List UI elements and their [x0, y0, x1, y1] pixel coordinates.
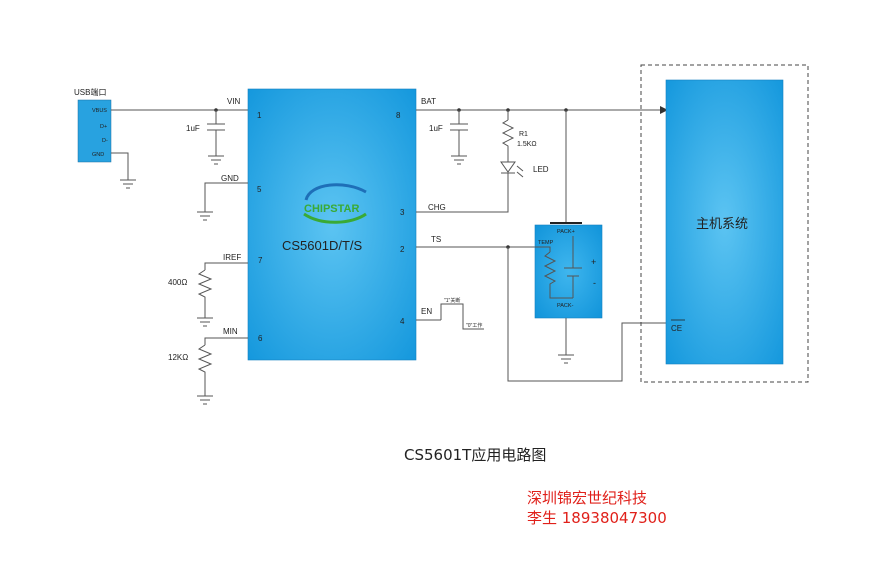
pin-num-vin: 1 — [257, 111, 262, 120]
pin-num-gnd: 5 — [257, 185, 262, 194]
pin-name-bat: BAT — [421, 97, 436, 106]
pin-name-gnd: GND — [221, 174, 239, 183]
cell-plus: + — [591, 257, 596, 267]
resistor-min-value: 12KΩ — [168, 353, 188, 362]
ground-symbol — [558, 354, 574, 364]
resistor-iref-value: 400Ω — [168, 278, 187, 287]
wire-usb-gnd — [111, 152, 129, 180]
ground-symbol — [197, 395, 213, 405]
host-frame — [640, 64, 809, 383]
usb-pin-dplus: D+ — [100, 124, 107, 130]
usb-connector: USB端口 VBUS D+ D- GND — [74, 87, 112, 163]
cap-vin-value: 1uF — [186, 124, 200, 133]
capacitor-bat — [450, 123, 468, 131]
contact-company: 深圳锦宏世纪科技 — [527, 489, 648, 507]
pin-name-iref: IREF — [223, 253, 241, 262]
pin-num-min: 6 — [258, 334, 263, 343]
pin-name-en: EN — [421, 307, 432, 316]
cell-minus: - — [593, 278, 596, 288]
usb-pin-dminus: D- — [102, 138, 108, 144]
pin-num-bat: 8 — [396, 111, 401, 120]
resistor-iref — [197, 269, 213, 318]
pack-temp-label: TEMP — [538, 240, 554, 246]
pin-name-ts: TS — [431, 235, 441, 244]
arrow-to-host — [660, 106, 668, 114]
led-label: LED — [533, 165, 549, 174]
wire-gnd-pin — [204, 182, 248, 192]
ground-symbol — [197, 317, 213, 327]
host-title: 主机系统 — [696, 216, 748, 231]
r1-value: 1.5KΩ — [517, 141, 537, 148]
wire-iref — [204, 262, 248, 270]
chip-logo: CHIPSTAR — [303, 183, 367, 224]
usb-pin-gnd: GND — [92, 152, 104, 158]
battery-cell — [564, 236, 582, 298]
chip-part-number: CS5601D/T/S — [282, 238, 363, 253]
host-ce-label: CE — [671, 324, 682, 333]
ground-symbol — [208, 155, 224, 165]
chip-body — [247, 88, 417, 361]
contact-person: 李生 18938047300 — [527, 509, 667, 527]
wire-ce — [507, 247, 666, 382]
en-low-label: "0"工作 — [466, 322, 482, 329]
pin-name-chg: CHG — [428, 203, 446, 212]
battery-pack — [534, 224, 603, 319]
en-high-label: "1"关断 — [444, 297, 460, 304]
led-symbol — [500, 158, 524, 178]
pin-name-vin: VIN — [227, 97, 241, 106]
usb-pin-vbus: VBUS — [92, 108, 107, 114]
thermistor — [543, 251, 573, 299]
resistor-r1 — [501, 119, 515, 158]
capacitor-vin — [207, 123, 225, 131]
usb-title: USB端口 — [74, 87, 106, 97]
host-system — [665, 79, 784, 365]
en-logic-waveform — [440, 303, 484, 330]
wire-min — [204, 337, 248, 345]
chip-logo-text: CHIPSTAR — [304, 203, 359, 215]
pin-num-en: 4 — [400, 317, 405, 326]
pin-num-iref: 7 — [258, 256, 263, 265]
pack-neg-label: PACK- — [557, 303, 574, 309]
pin-name-min: MIN — [223, 327, 238, 336]
ground-symbol — [120, 179, 136, 189]
resistor-min — [197, 344, 213, 396]
pin-num-chg: 3 — [400, 208, 405, 217]
wire-chg — [416, 178, 509, 213]
cap-bat-value: 1uF — [429, 124, 443, 133]
wire-temp — [535, 246, 551, 252]
ground-symbol — [197, 211, 213, 221]
r1-name: R1 — [519, 131, 528, 138]
pin-num-ts: 2 — [400, 245, 405, 254]
figure-caption: CS5601T应用电路图 — [404, 446, 547, 464]
ground-symbol — [451, 155, 467, 165]
pack-pos-label: PACK+ — [557, 229, 575, 235]
